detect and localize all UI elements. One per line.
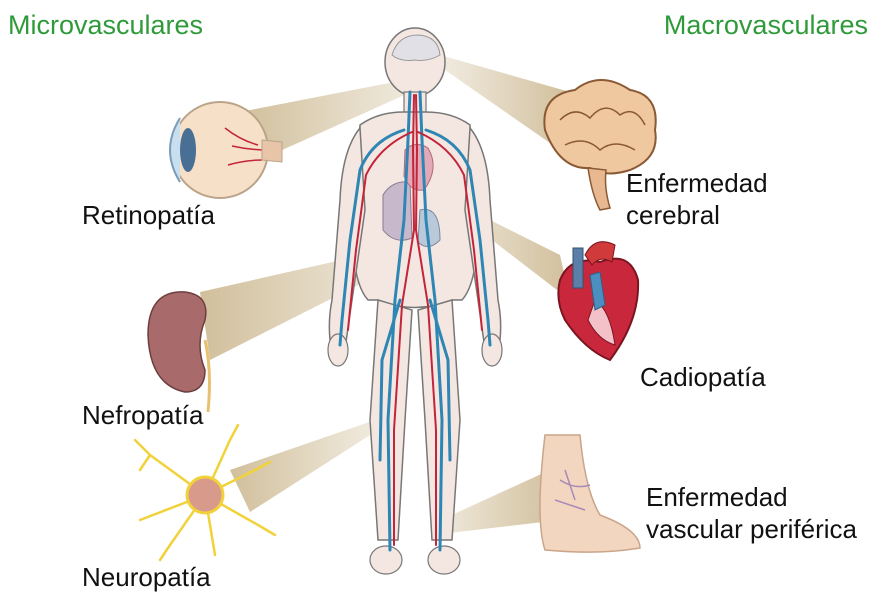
label-cardiopatia: Cadiopatía	[640, 362, 766, 392]
heart-icon	[558, 242, 638, 360]
label-enfermedad-cerebral-line2: cerebral	[626, 200, 720, 230]
label-neuropatia: Neuropatía	[82, 562, 211, 592]
macrovascular-heading: Macrovasculares	[664, 10, 868, 41]
label-retinopatia: Retinopatía	[82, 200, 215, 230]
label-enfermedad-vascular-line1: Enfermedad	[646, 482, 788, 512]
label-nefropatia: Nefropatía	[82, 400, 203, 430]
label-enfermedad-cerebral-line1: Enfermedad	[626, 168, 768, 198]
microvascular-heading: Microvasculares	[8, 10, 203, 41]
kidney-icon	[148, 292, 209, 412]
beam-nerve	[230, 420, 378, 512]
label-enfermedad-vascular-line2: vascular periférica	[646, 514, 857, 544]
foot-icon	[540, 435, 640, 552]
